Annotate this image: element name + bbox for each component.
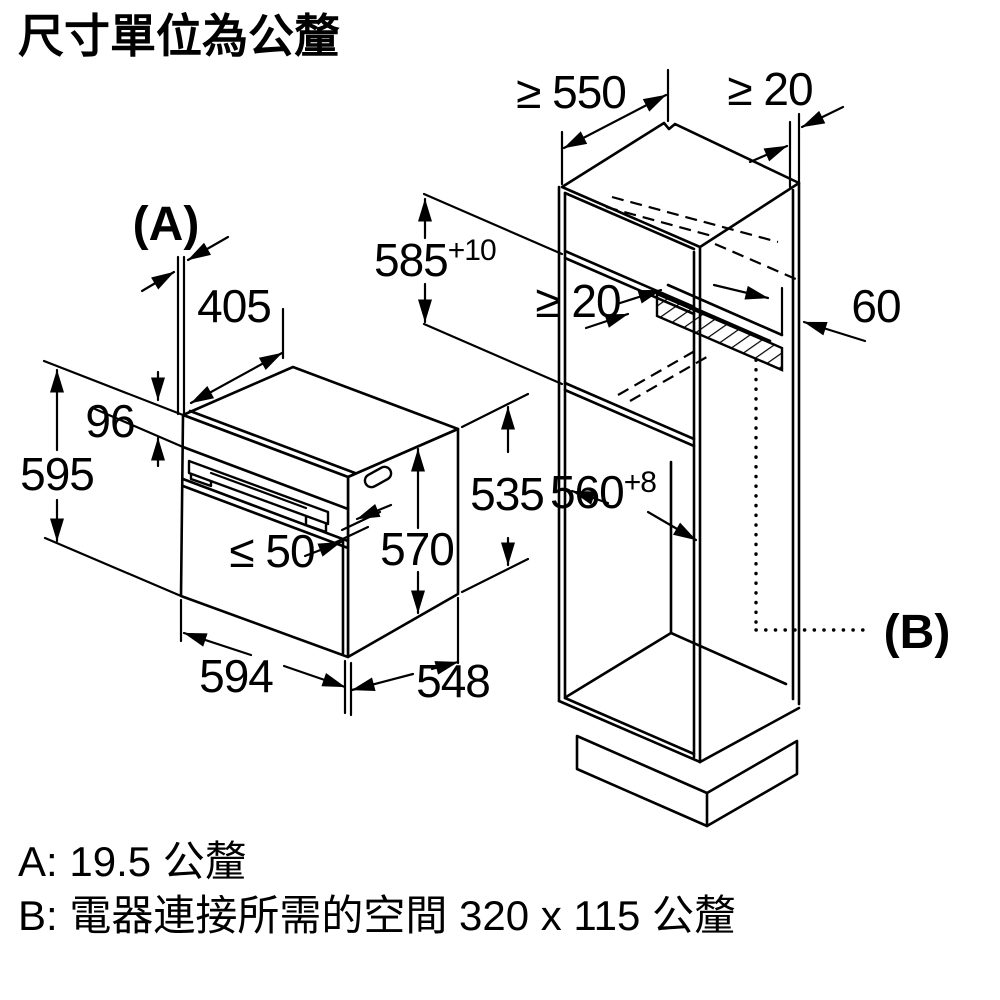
dim-595-label: 595 xyxy=(20,448,94,500)
hidden-vent-edge-1 xyxy=(617,347,701,396)
oven-door-top-edge-2 xyxy=(181,484,350,550)
dim-20top-label: ≥ 20 xyxy=(727,63,812,115)
oven-control-panel-bottom xyxy=(181,445,350,511)
dim-560-arrow-right xyxy=(646,510,698,542)
cabinet-bottom-front-edge xyxy=(557,699,702,764)
dim-535-label: 535 xyxy=(470,468,544,520)
rear-gap-strip-line-2 xyxy=(666,283,784,337)
ref-label-a: (A) xyxy=(133,198,200,251)
dim-550-label: ≥ 550 xyxy=(516,66,626,118)
dim-560-arrow-left xyxy=(570,489,610,505)
a-arrow-upper xyxy=(186,235,230,262)
ext-oven-top xyxy=(42,359,185,417)
dim-20mid-arrow-2 xyxy=(584,312,630,330)
ext-585-top xyxy=(422,192,564,256)
dim-50-arrow-upper xyxy=(355,503,393,521)
cabinet-shelf2-front-edge-1 xyxy=(563,381,696,441)
dim-594-line-left xyxy=(182,631,253,657)
oven-door-handle xyxy=(187,459,330,534)
dim-548-line-left xyxy=(350,672,415,692)
a-arrow-lower xyxy=(140,270,176,293)
oven-frame-top-edge xyxy=(188,409,357,475)
dim-60-arrow-inner xyxy=(712,283,770,300)
dim-405-label: 405 xyxy=(197,280,271,332)
handle-bar-inner-line xyxy=(209,471,308,510)
dim-60-label: 60 xyxy=(851,280,900,332)
footnote-b: B: 電器連接所需的空間 320 x 115 公釐 xyxy=(18,892,736,939)
labels: 尺寸單位為公釐 (A) 405 96 595 ≤ 50 570 594 548 … xyxy=(18,10,950,939)
cabinet-shelf2-front-edge-2 xyxy=(563,388,696,448)
dim-50-label: ≤ 50 xyxy=(229,525,314,577)
hidden-vent-edge-2 xyxy=(629,353,713,402)
dim-560-label: 560+8 xyxy=(550,466,656,518)
dim-594-label: 594 xyxy=(199,650,273,702)
ext-panel-bottom xyxy=(93,407,185,449)
hidden-rear-gap-edge-1 xyxy=(611,195,779,244)
dim-20mid-label: ≥ 20 xyxy=(535,275,620,327)
ext-585-bottom xyxy=(422,322,564,386)
ext-535-top xyxy=(460,392,530,429)
dim-20top-arrow-left xyxy=(748,144,789,164)
dim-405-line xyxy=(189,351,284,405)
dim-550-line xyxy=(562,93,668,150)
cabinet-floor-left-joint xyxy=(564,631,673,699)
dimension-lines xyxy=(42,68,867,717)
oven-side-grip-hole xyxy=(363,465,393,489)
ref-label-b: (B) xyxy=(884,606,951,659)
footnote-a: A: 19.5 公釐 xyxy=(18,838,247,885)
hidden-rear-gap-edge-2 xyxy=(605,205,713,238)
dim-585-label: 585+10 xyxy=(374,234,496,286)
cabinet-plinth-right xyxy=(705,739,799,828)
cabinet-opening-top-inner-edge xyxy=(563,191,696,251)
ext-oven-bottom xyxy=(43,536,183,598)
dim-548-line-right xyxy=(430,660,460,675)
cabinet-drawing xyxy=(557,112,874,828)
ext-535-bottom xyxy=(460,557,530,594)
dim-60-arrow-outer xyxy=(802,320,867,343)
dim-570-label: 570 xyxy=(380,523,454,575)
dim-548-label: 548 xyxy=(416,655,490,707)
cabinet-bottom-front-edge-inner xyxy=(563,696,696,756)
cabinet-floor-back-edge xyxy=(669,631,788,686)
rear-vent-hatched-area xyxy=(655,292,784,372)
dim-20mid-arrow-1 xyxy=(615,288,663,306)
hidden-rear-gap-edge-3 xyxy=(714,242,799,282)
dim-594-line-right xyxy=(282,664,347,689)
oven-drawing xyxy=(179,365,460,659)
cabinet-right-bottom-edge xyxy=(698,706,801,764)
dim-50-arrow-lower xyxy=(303,540,343,558)
dim-20top-arrow-right xyxy=(800,105,845,129)
dim-96-label: 96 xyxy=(85,395,134,447)
cabinet-plinth-front xyxy=(575,734,709,828)
page-title: 尺寸單位為公釐 xyxy=(18,10,340,62)
rear-gap-strip-line-1 xyxy=(653,289,772,343)
